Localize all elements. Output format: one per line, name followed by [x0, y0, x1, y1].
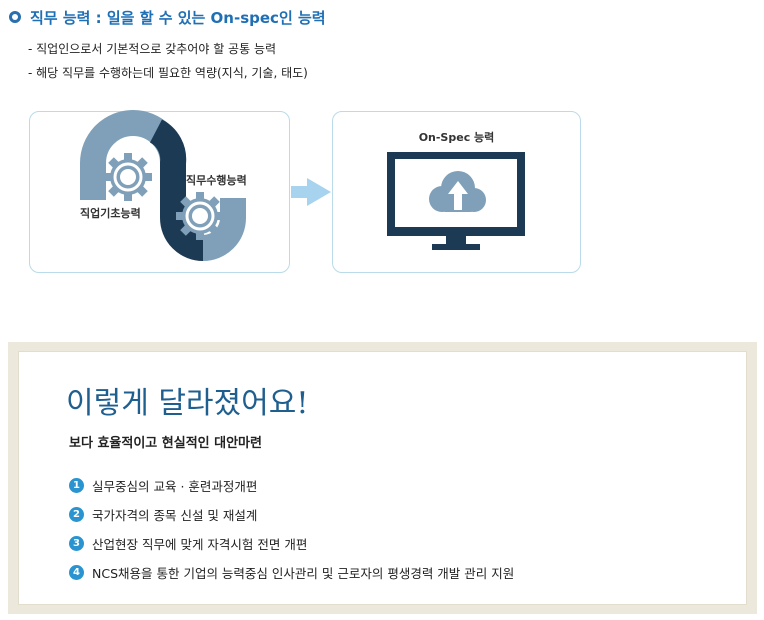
job-pipe-shape: [149, 119, 204, 261]
number-badge: 1: [69, 478, 84, 493]
list-item: 3 산업현장 직무에 맞게 자격시험 전면 개편: [69, 534, 307, 553]
page-title: 직무 능력 : 일을 할 수 있는 On-spec인 능력: [30, 8, 326, 27]
cloud-upload-icon: [429, 171, 486, 212]
gear-icon: [104, 153, 152, 201]
list-item: 2 국가자격의 종목 신설 및 재설계: [69, 505, 257, 524]
number-badge: 3: [69, 536, 84, 551]
description-line: - 직업인으로서 기본적으로 갖추어야 할 공통 능력: [28, 42, 277, 56]
gear-icon: [176, 192, 224, 240]
changes-panel: 이렇게 달라졌어요! 보다 효율적이고 현실적인 대안마련 1 실무중심의 교육…: [8, 342, 757, 614]
list-item-text: 산업현장 직무에 맞게 자격시험 전면 개편: [92, 537, 308, 552]
section-header: 직무 능력 : 일을 할 수 있는 On-spec인 능력: [8, 6, 326, 28]
arrow-right-icon: [291, 178, 331, 206]
circle-bullet-icon: [9, 11, 21, 23]
basic-competency-label: 직업기초능력: [80, 207, 141, 220]
list-item: 4 NCS채용을 통한 기업의 능력중심 인사관리 및 근로자의 평생경력 개발…: [69, 563, 514, 582]
panel-subtitle: 보다 효율적이고 현실적인 대안마련: [69, 436, 262, 451]
job-pipe-tail: [202, 198, 246, 261]
list-item-text: NCS채용을 통한 기업의 능력중심 인사관리 및 근로자의 평생경력 개발 관…: [92, 566, 515, 581]
list-item-text: 국가자격의 종목 신설 및 재설계: [92, 508, 258, 523]
list-item-text: 실무중심의 교육 · 훈련과정개편: [92, 479, 258, 494]
monitor-icon: [387, 152, 525, 250]
description-line: - 해당 직무를 수행하는데 필요한 역량(지식, 기술, 태도): [28, 66, 308, 80]
competency-diagram: [80, 110, 525, 261]
number-badge: 2: [69, 507, 84, 522]
on-spec-label: On-Spec 능력: [418, 131, 495, 144]
number-badge: 4: [69, 565, 84, 580]
job-competency-label: 직무수행능력: [186, 174, 247, 187]
list-item: 1 실무중심의 교육 · 훈련과정개편: [69, 476, 257, 495]
changes-panel-inner: 이렇게 달라졌어요! 보다 효율적이고 현실적인 대안마련 1 실무중심의 교육…: [18, 351, 747, 605]
panel-title: 이렇게 달라졌어요!: [66, 386, 309, 421]
